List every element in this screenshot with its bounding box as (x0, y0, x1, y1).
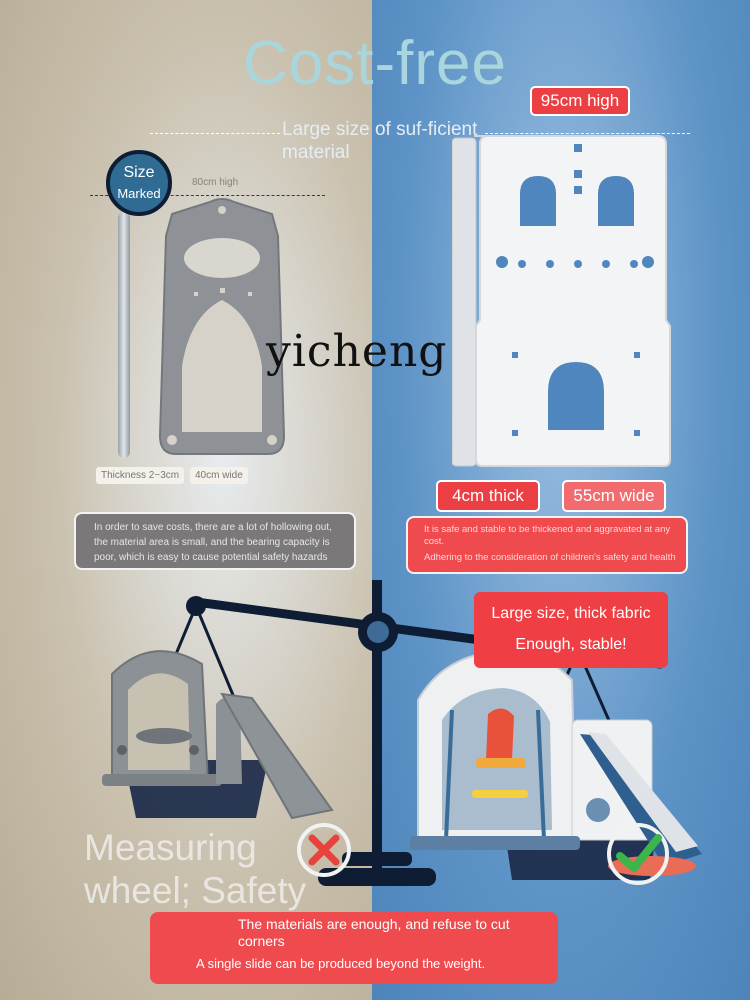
panel-line2: Enough, stable! (515, 636, 627, 653)
thick-panel-image (452, 135, 671, 467)
cross-icon (296, 822, 352, 878)
safety-line2: Adhering to the consideration of childre… (424, 552, 676, 563)
bottom-summary-panel: The materials are enough, and refuse to … (150, 912, 558, 984)
bottom-line1: The materials are enough, and refuse to … (238, 916, 510, 949)
side-rod (118, 212, 130, 458)
dashed-line-right (485, 133, 690, 134)
dashed-line-left (150, 133, 280, 134)
left-background (0, 0, 372, 1000)
warning-text: In order to save costs, there are a lot … (94, 522, 332, 563)
wide-label: 55cm wide (562, 480, 666, 512)
watermark-text: yicheng (266, 326, 448, 377)
thickness-tag: Thickness 2~3cm (96, 467, 185, 484)
thick-label: 4cm thick (436, 480, 540, 512)
dashed-measure-line (90, 195, 325, 196)
warning-box: In order to save costs, there are a lot … (74, 512, 356, 570)
safety-box: It is safe and stable to be thickened an… (406, 516, 688, 574)
height-note-left: 80cm high (192, 177, 239, 188)
subtitle: Large size of suf-ficient material (282, 119, 478, 163)
thin-panel-image (158, 198, 286, 455)
panel-line1: Large size, thick fabric (491, 605, 651, 622)
badge-line2: Marked (117, 186, 161, 201)
large-size-panel: Large size, thick fabric Enough, stable! (474, 592, 668, 668)
badge-line1: Size (123, 164, 155, 181)
width-tag-left: 40cm wide (190, 467, 248, 484)
page-title: Cost-free (243, 29, 507, 98)
colored-slide-image (410, 650, 702, 876)
height-label-right: 95cm high (530, 86, 630, 116)
safety-line1: It is safe and stable to be thickened an… (424, 524, 671, 547)
check-icon (606, 822, 670, 886)
measuring-wheel-text: Measuring wheel; Safety (84, 827, 307, 911)
bottom-line2: A single slide can be produced beyond th… (196, 956, 486, 971)
gray-slide-image (102, 650, 334, 820)
size-marked-badge: Size Marked (106, 150, 172, 216)
